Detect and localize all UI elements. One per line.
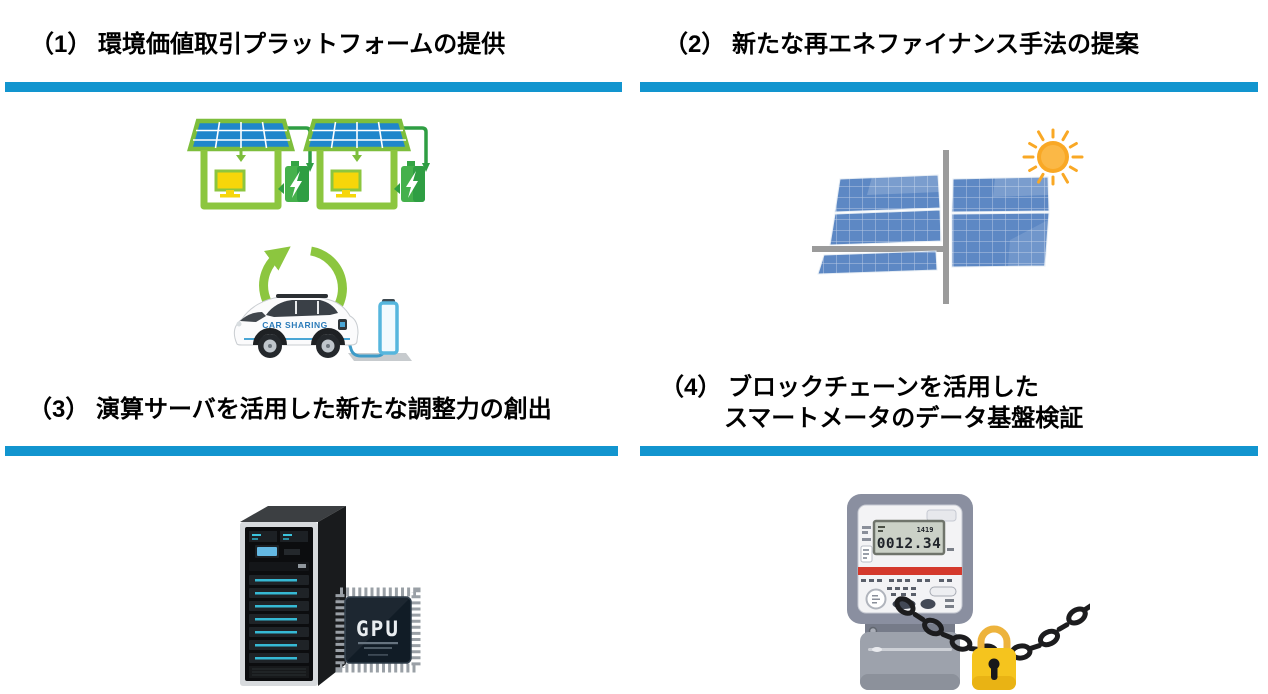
car-sharing-ev-icon: CAR SHARING bbox=[233, 294, 412, 361]
sun-icon bbox=[1022, 128, 1084, 186]
section-4-title: （4） ブロックチェーンを活用した スマートメータのデータ基盤検証 bbox=[660, 372, 1083, 434]
car-sharing-label: CAR SHARING bbox=[262, 320, 327, 330]
section-2-underline bbox=[640, 82, 1258, 92]
section-2-title: （2） 新たな再エネファイナンス手法の提案 bbox=[664, 31, 1140, 58]
solar-array-left-icon bbox=[817, 174, 942, 275]
section-4-underline bbox=[640, 446, 1258, 456]
gpu-chip-icon: GPU bbox=[335, 587, 421, 673]
illustration-solar-farm bbox=[812, 128, 1084, 304]
padlock-icon bbox=[972, 625, 1016, 690]
section-4-title-line2: スマートメータのデータ基盤検証 bbox=[724, 405, 1084, 432]
charging-station-icon bbox=[378, 299, 399, 355]
solar-home-icon-left bbox=[190, 121, 314, 206]
section-4-title-line1: （4） ブロックチェーンを活用した bbox=[660, 374, 1039, 401]
lcd-reading: 0012.34 bbox=[877, 536, 942, 552]
illustration-energy-trading-platform: CAR SHARING bbox=[180, 113, 430, 361]
smart-meter-icon: 1419 0012.34 bbox=[847, 494, 973, 690]
section-1-underline bbox=[5, 82, 622, 92]
illustration-compute-server: GPU bbox=[240, 506, 421, 686]
solar-home-icon-right bbox=[306, 121, 430, 206]
illustration-smart-meter: 1419 0012.34 bbox=[847, 494, 1090, 690]
lcd-small-reading: 1419 bbox=[917, 526, 934, 534]
meter-red-stripe bbox=[858, 567, 962, 575]
gpu-label: GPU bbox=[356, 617, 400, 641]
server-tower-icon bbox=[240, 506, 346, 686]
section-1-title: （1） 環境価値取引プラットフォームの提供 bbox=[30, 31, 506, 58]
solar-array-right-icon bbox=[951, 176, 1050, 268]
section-3-underline bbox=[5, 446, 618, 456]
lcd-display: 1419 0012.34 bbox=[872, 519, 946, 556]
mounting-frame bbox=[812, 150, 949, 304]
section-3-title: （3） 演算サーバを活用した新たな調整力の創出 bbox=[28, 396, 552, 423]
